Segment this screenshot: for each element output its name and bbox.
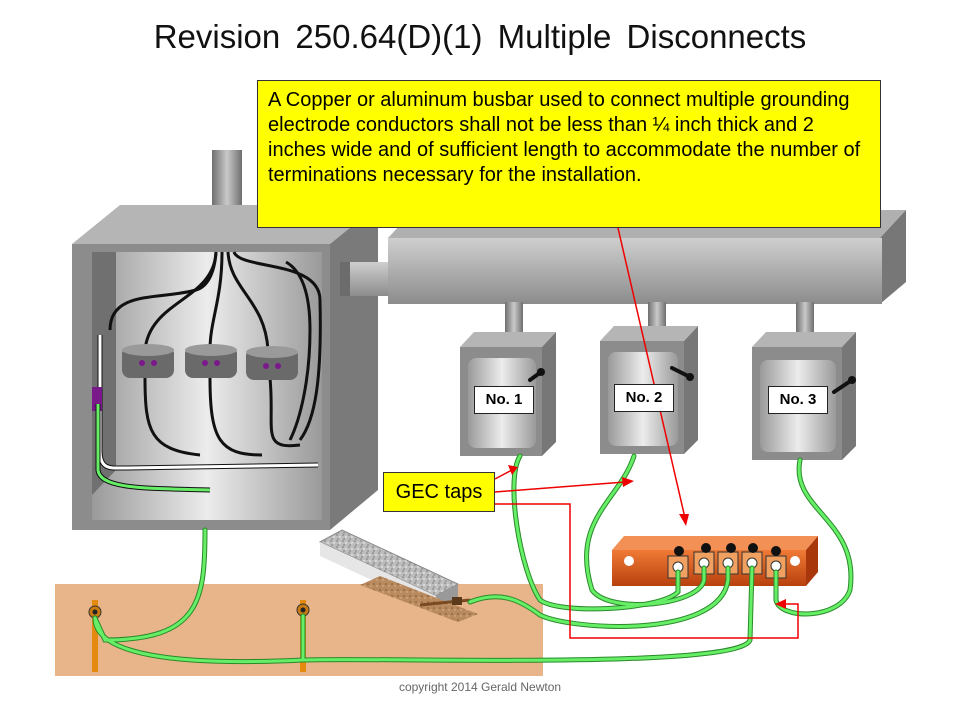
current-transformer-icon xyxy=(185,344,237,378)
annotation-arrows xyxy=(494,227,799,639)
gec-wires xyxy=(92,453,854,665)
gec-taps-label: GEC taps xyxy=(383,472,495,512)
current-transformer-icon xyxy=(246,346,298,380)
neutral-terminal xyxy=(92,387,102,411)
copyright-notice: copyright 2014 Gerald Newton xyxy=(398,680,562,694)
slide-title: Revision 250.64(D)(1) Multiple Disconnec… xyxy=(153,18,807,55)
grounding-busbar xyxy=(612,536,818,586)
busbar-requirement-callout: A Copper or aluminum busbar used to conn… xyxy=(257,80,881,228)
current-transformer-icon xyxy=(122,344,174,378)
disconnect-1 xyxy=(460,302,556,456)
disconnect-3-label: No. 3 xyxy=(768,386,828,414)
concrete-encased-electrode xyxy=(318,529,478,622)
disconnect-3 xyxy=(752,302,856,460)
disconnect-2 xyxy=(600,302,698,454)
panel-conductors xyxy=(108,251,322,457)
disconnect-2-label: No. 2 xyxy=(614,384,674,412)
busbar-terminals xyxy=(667,543,787,579)
disconnect-1-label: No. 1 xyxy=(474,386,534,414)
